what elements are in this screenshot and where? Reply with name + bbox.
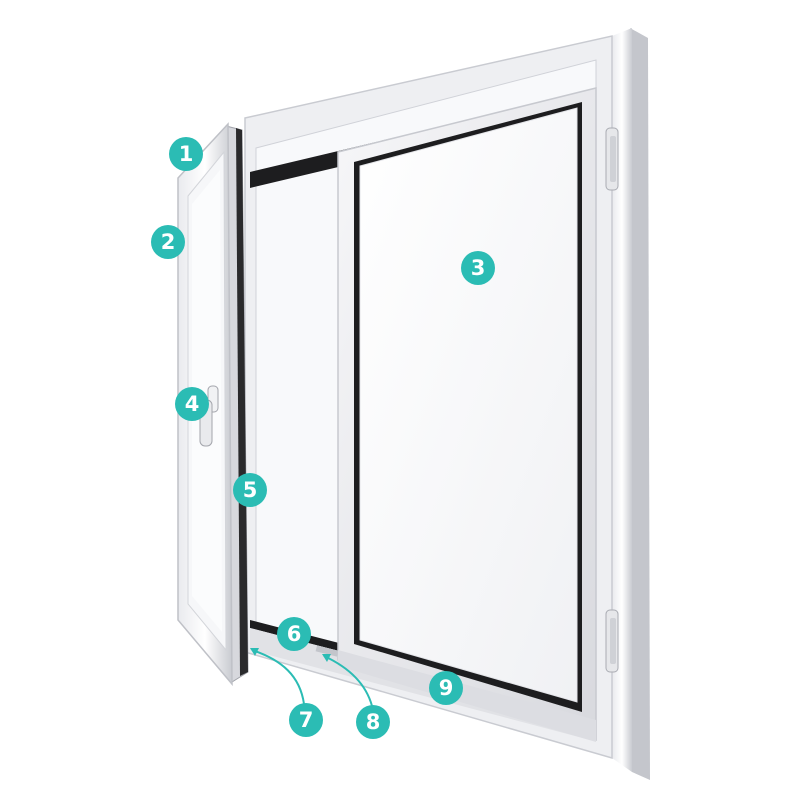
callout-number: 5 — [243, 478, 258, 502]
callout-circle — [277, 617, 311, 651]
callout-badge-7: 7 — [289, 703, 323, 737]
callout-number: 1 — [179, 142, 194, 166]
callout-badge-2: 2 — [151, 225, 185, 259]
callout-badge-6: 6 — [277, 617, 311, 651]
callout-badge-4: 4 — [175, 387, 209, 421]
callout-circle — [169, 137, 203, 171]
callout-circle — [461, 251, 495, 285]
pointer-8 — [322, 654, 373, 707]
callout-badge-3: 3 — [461, 251, 495, 285]
callout-layer: 1 2 3 4 5 6 7 8 9 — [151, 137, 495, 739]
callout-circle — [233, 473, 267, 507]
hinge-bottom — [605, 609, 619, 673]
callout-number: 8 — [366, 710, 381, 734]
callout-number: 6 — [287, 622, 302, 646]
callout-badge-8: 8 — [356, 705, 390, 739]
callout-badge-9: 9 — [429, 671, 463, 705]
callout-badge-5: 5 — [233, 473, 267, 507]
callout-number: 2 — [161, 230, 176, 254]
callout-number: 3 — [471, 256, 486, 280]
callout-number: 7 — [299, 708, 314, 732]
callout-circle — [175, 387, 209, 421]
callout-circle — [151, 225, 185, 259]
callout-badge-1: 1 — [169, 137, 203, 171]
callout-circle — [289, 703, 323, 737]
callout-number: 9 — [439, 676, 454, 700]
callout-circle — [356, 705, 390, 739]
hinge-top — [605, 127, 619, 191]
callout-circle — [429, 671, 463, 705]
callout-number: 4 — [185, 392, 200, 416]
pointer-7 — [250, 648, 305, 705]
fixed-sash — [337, 87, 597, 742]
